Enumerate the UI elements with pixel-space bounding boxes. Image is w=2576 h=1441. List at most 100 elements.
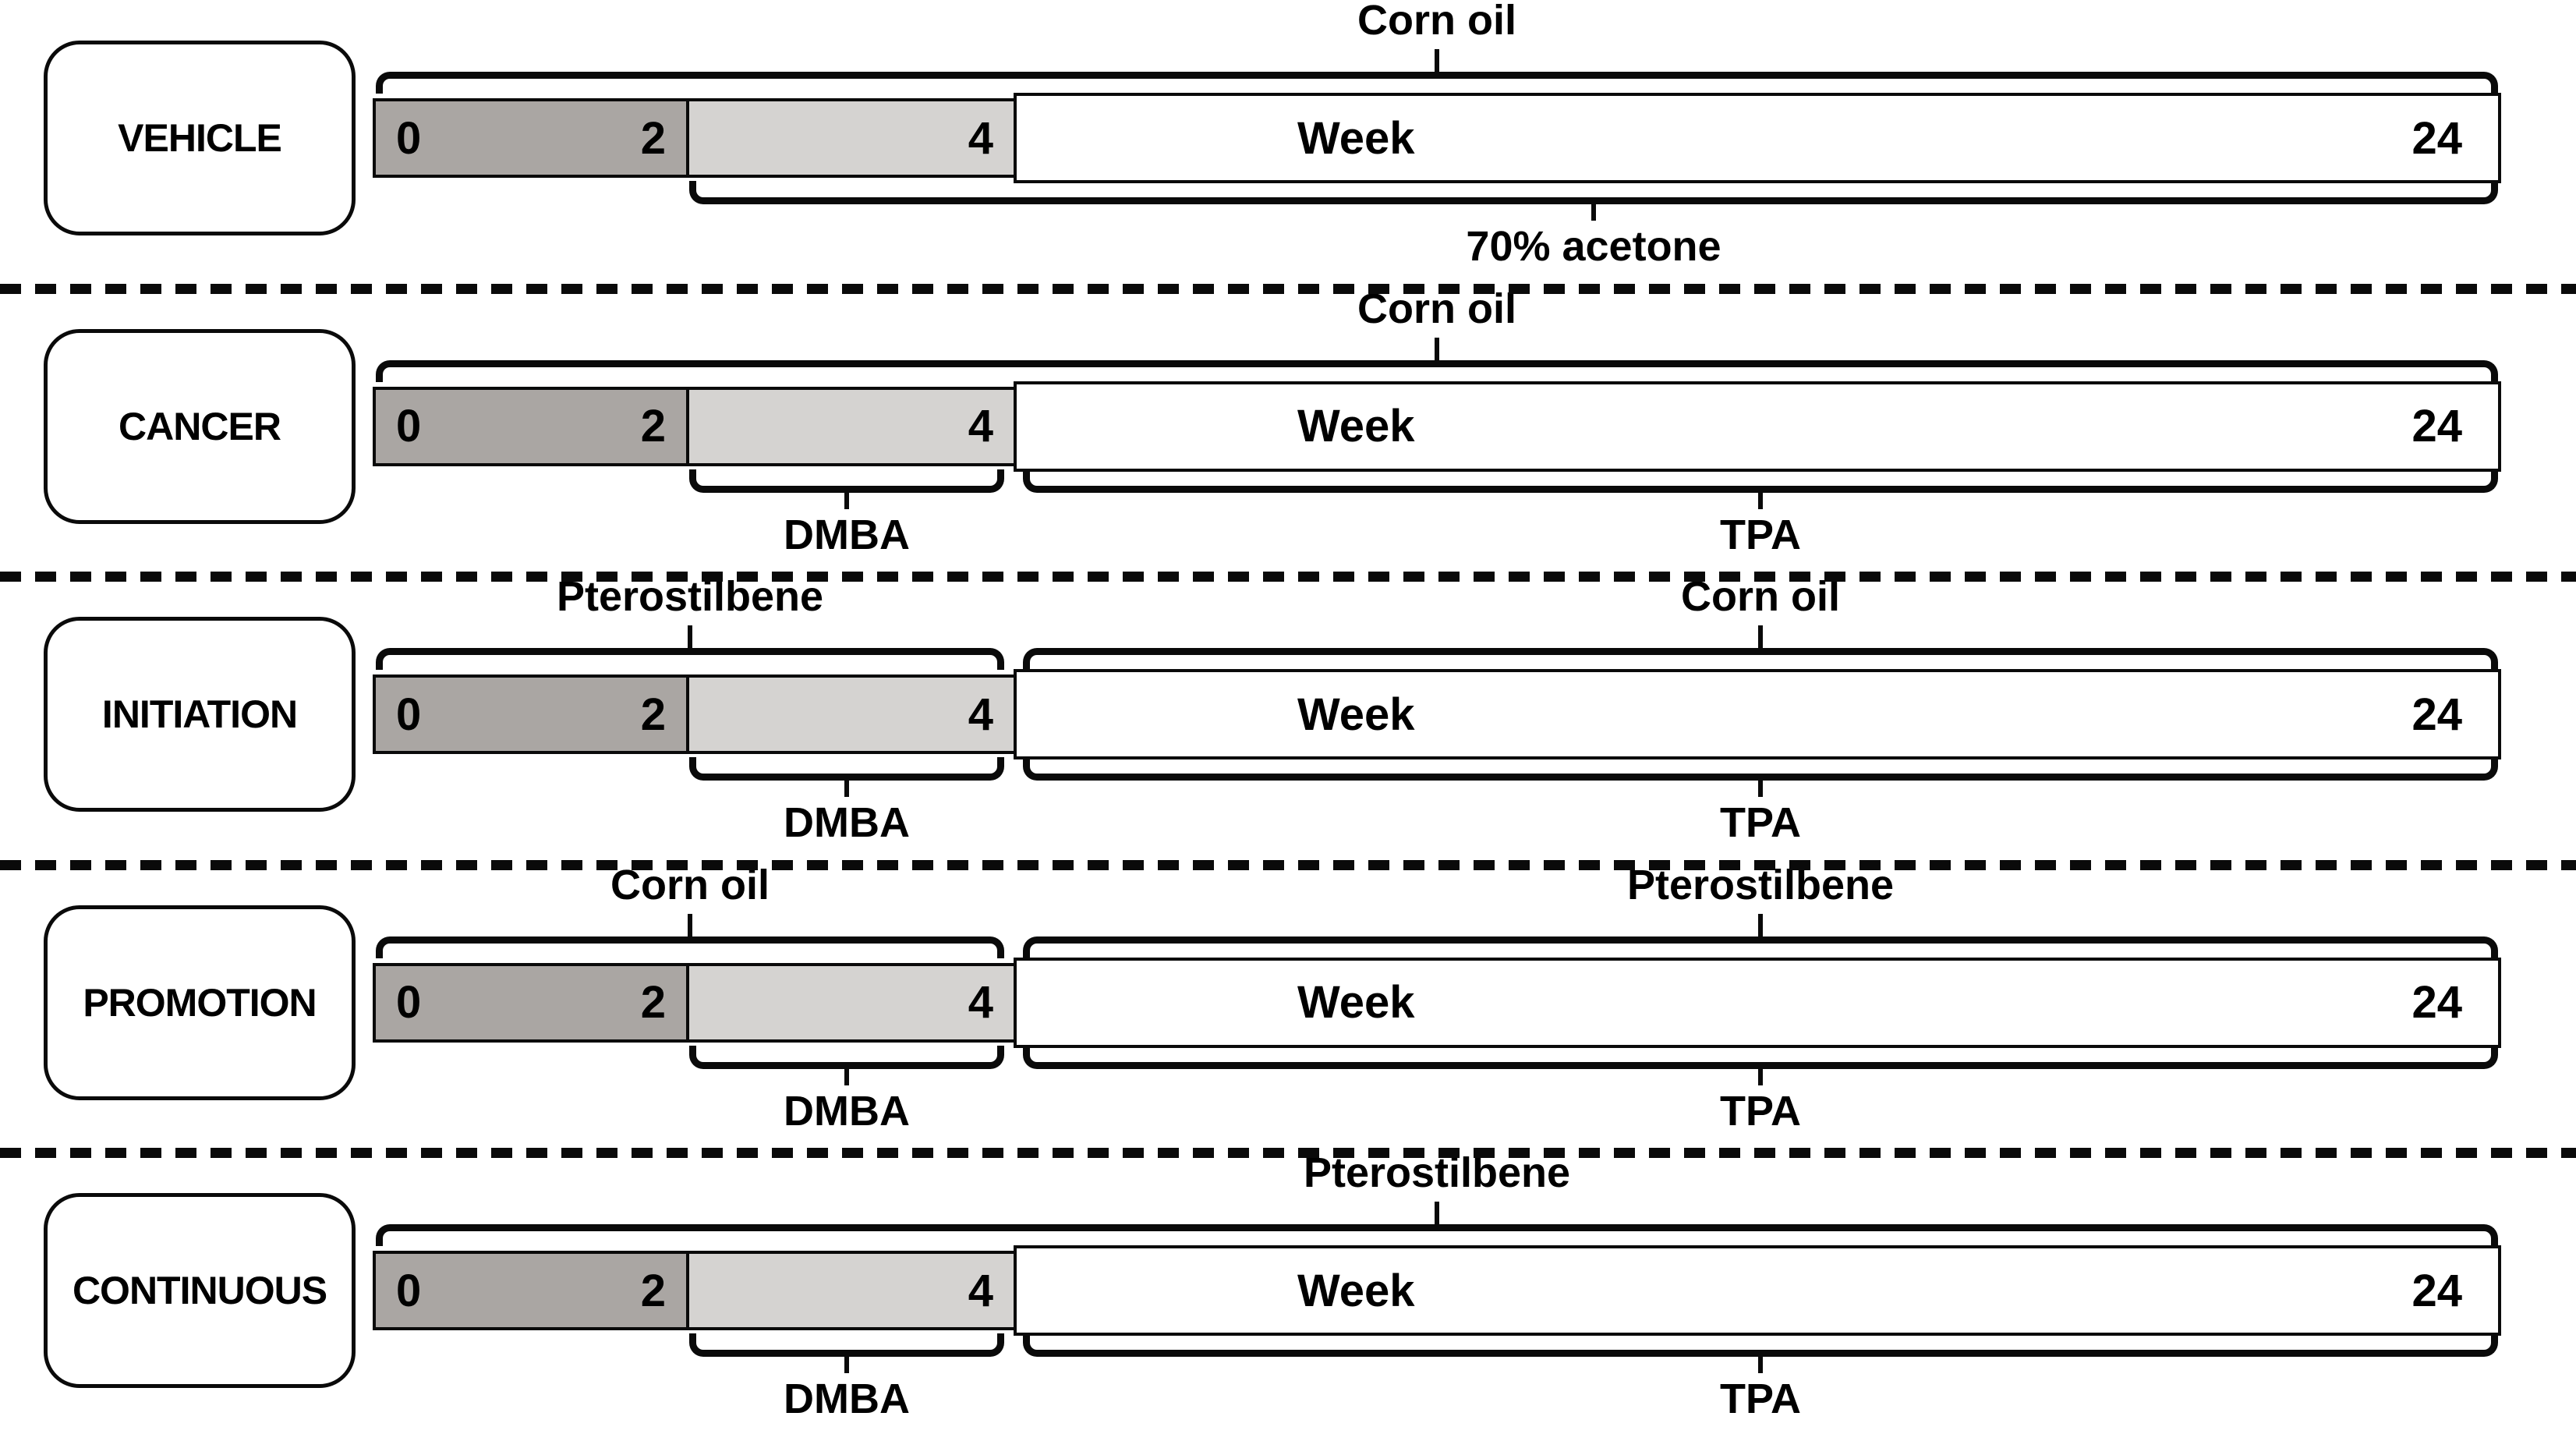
treatment-label-corn-oil: Corn oil	[610, 861, 770, 908]
bottom-brace-tpa	[1023, 1045, 2498, 1085]
week-tick-0: 0	[396, 1265, 422, 1316]
brace-pointer-corn-oil-icon	[1435, 49, 1439, 79]
week-tick-2: 2	[640, 977, 666, 1029]
timeline-segment-week2-4: 4	[686, 674, 1017, 755]
brace-pointer-pterostilbene-icon	[1758, 913, 1763, 944]
timeline-segment-week2-4: 4	[686, 386, 1017, 466]
treatment-label-dmba: DMBA	[784, 1376, 910, 1423]
timeline-segment-week4-24: Week 24	[1014, 1245, 2501, 1337]
row-separator-dashed-line	[0, 283, 2576, 294]
treatment-label-pterostilbene: Pterostilbene	[1303, 1149, 1571, 1197]
week-tick-24: 24	[2411, 689, 2462, 740]
brace-pointer-corn-oil-icon	[688, 913, 692, 944]
treatment-label-corn-oil: Corn oil	[1681, 573, 1840, 621]
week-tick-2: 2	[640, 689, 666, 740]
brace-pointer-dmba-icon	[844, 774, 849, 798]
week-tick-24: 24	[2411, 1265, 2462, 1316]
group-name-label: PROMOTION	[83, 980, 317, 1025]
bottom-brace-tpa	[1023, 469, 2498, 509]
group-box-cancer: CANCER	[44, 328, 356, 524]
row-separator-dashed-line	[0, 1148, 2576, 1159]
group-name-label: VEHICLE	[118, 116, 282, 160]
timeline-segment-week4-24: Week 24	[1014, 93, 2501, 183]
bottom-brace-70-acetone	[689, 181, 2498, 221]
bottom-brace-dmba	[689, 1045, 1004, 1085]
treatment-label-pterostilbene: Pterostilbene	[556, 573, 824, 621]
week-tick-2: 2	[640, 1265, 666, 1316]
brace-pointer-pterostilbene-icon	[688, 625, 692, 656]
top-brace-pterostilbene	[1023, 913, 2498, 958]
brace-pointer-dmba-icon	[844, 485, 849, 509]
group-name-label: CONTINUOUS	[72, 1269, 327, 1313]
week-axis-label: Week	[1297, 1265, 1415, 1316]
brace-pointer-corn-oil-icon	[1435, 337, 1439, 367]
brace-pointer-tpa-icon	[1758, 1061, 1763, 1085]
week-tick-24: 24	[2411, 112, 2462, 164]
brace-pointer-pterostilbene-icon	[1435, 1202, 1439, 1232]
top-brace-corn-oil	[376, 49, 2498, 94]
treatment-label-tpa: TPA	[1720, 1376, 1801, 1423]
week-tick-0: 0	[396, 401, 422, 452]
week-tick-0: 0	[396, 112, 422, 164]
brace-pointer-dmba-icon	[844, 1350, 849, 1374]
week-tick-4: 4	[968, 689, 993, 740]
bottom-brace-tpa	[1023, 757, 2498, 798]
group-box-promotion: PROMOTION	[44, 905, 356, 1100]
top-brace-pterostilbene	[376, 1202, 2498, 1247]
week-tick-4: 4	[968, 1265, 993, 1316]
top-brace-corn-oil	[376, 337, 2498, 382]
week-tick-4: 4	[968, 401, 993, 452]
group-name-label: INITIATION	[101, 692, 298, 737]
brace-pointer-tpa-icon	[1758, 485, 1763, 509]
bottom-brace-dmba	[689, 757, 1004, 798]
week-axis-label: Week	[1297, 112, 1415, 164]
week-tick-2: 2	[640, 401, 666, 452]
week-axis-label: Week	[1297, 689, 1415, 740]
top-brace-corn-oil	[376, 913, 1004, 958]
week-tick-4: 4	[968, 977, 993, 1029]
treatment-label-tpa: TPA	[1720, 799, 1801, 847]
brace-pointer-dmba-icon	[844, 1061, 849, 1085]
timeline-segment-week4-24: Week 24	[1014, 669, 2501, 760]
group-box-continuous: CONTINUOUS	[44, 1193, 356, 1389]
treatment-label-corn-oil: Corn oil	[1357, 285, 1516, 332]
treatment-label-dmba: DMBA	[784, 1087, 910, 1135]
bottom-brace-dmba	[689, 1333, 1004, 1374]
top-brace-pterostilbene	[376, 625, 1004, 671]
week-tick-24: 24	[2411, 401, 2462, 452]
treatment-label-70-acetone: 70% acetone	[1466, 223, 1721, 270]
row-separator-dashed-line	[0, 572, 2576, 582]
bottom-brace-dmba	[689, 469, 1004, 509]
week-tick-0: 0	[396, 689, 422, 740]
week-tick-24: 24	[2411, 977, 2462, 1029]
treatment-label-tpa: TPA	[1720, 1087, 1801, 1135]
treatment-label-dmba: DMBA	[784, 511, 910, 558]
top-brace-corn-oil	[1023, 625, 2498, 671]
treatment-label-tpa: TPA	[1720, 511, 1801, 558]
timeline-segment-week2-4: 4	[686, 1251, 1017, 1331]
timeline-segment-week2-4: 4	[686, 98, 1017, 178]
group-name-label: CANCER	[119, 404, 281, 448]
timeline-segment-week4-24: Week 24	[1014, 381, 2501, 472]
week-tick-4: 4	[968, 112, 993, 164]
brace-pointer-corn-oil-icon	[1758, 625, 1763, 656]
timeline-segment-week2-4: 4	[686, 962, 1017, 1043]
group-box-initiation: INITIATION	[44, 617, 356, 813]
week-tick-0: 0	[396, 977, 422, 1029]
treatment-label-dmba: DMBA	[784, 799, 910, 847]
treatment-label-corn-oil: Corn oil	[1357, 0, 1516, 44]
week-axis-label: Week	[1297, 401, 1415, 452]
brace-pointer-tpa-icon	[1758, 774, 1763, 798]
brace-pointer-70-acetone-icon	[1591, 197, 1596, 221]
group-box-vehicle: VEHICLE	[44, 41, 356, 235]
